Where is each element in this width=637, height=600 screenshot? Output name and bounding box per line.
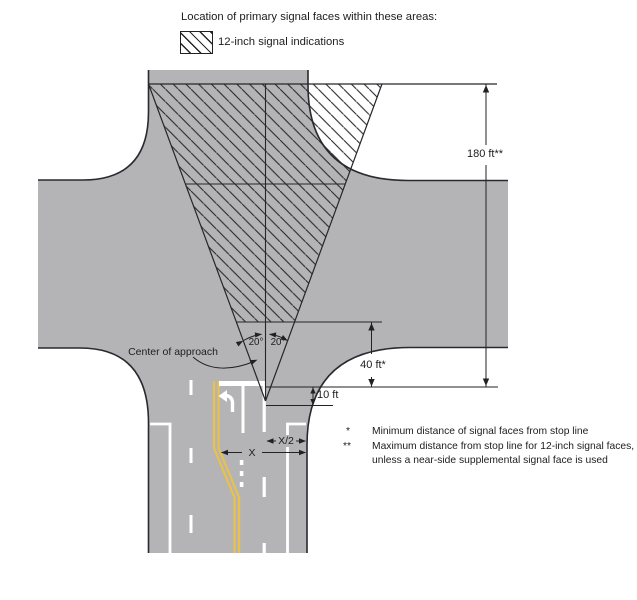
figure-title: Location of primary signal faces within … (181, 11, 438, 23)
angle-label-left: 20° (248, 337, 264, 348)
left-turn-arrow-marking (218, 390, 235, 412)
center-of-approach-leader (192, 356, 255, 369)
dimension-arrowheads (221, 85, 490, 456)
dim-label-180ft: 180 ft** (463, 148, 507, 160)
footnote-2-marker: ** (343, 441, 352, 452)
cone-left-edge (147, 83, 267, 402)
southwest-curb (38, 347, 150, 553)
footnote-1-marker: * (346, 426, 351, 437)
double-yellow-centerline (212, 381, 241, 553)
northwest-curb (38, 70, 150, 181)
southeast-curb (306, 346, 508, 553)
angle-label-right: 20° (270, 337, 286, 348)
left-edge-line (150, 422, 172, 553)
center-of-approach-label: Center of approach (128, 346, 218, 358)
pavement-markings (150, 380, 306, 553)
footnote-1-text: Minimum distance of signal faces from st… (372, 426, 589, 437)
dim-label-10ft: 10 ft (317, 389, 339, 401)
turn-lane-line (241, 386, 245, 433)
footnote-2-text: Maximum distance from stop line for 12-i… (372, 441, 635, 466)
through-lane-line (262, 386, 266, 553)
signal-face-cone (147, 83, 497, 402)
dim-label-x-half: X/2 (276, 435, 296, 447)
taper-dots (239, 460, 244, 487)
left-lane-dashes (189, 380, 193, 533)
stop-line (219, 381, 266, 386)
legend-label: 12-inch signal indications (218, 36, 345, 48)
dim-label-x: X (245, 446, 259, 459)
cone-right-edge (264, 83, 383, 402)
right-edge-line (286, 422, 306, 553)
dim-label-40ft: 40 ft* (358, 359, 388, 371)
legend-hatch-swatch (180, 31, 213, 54)
